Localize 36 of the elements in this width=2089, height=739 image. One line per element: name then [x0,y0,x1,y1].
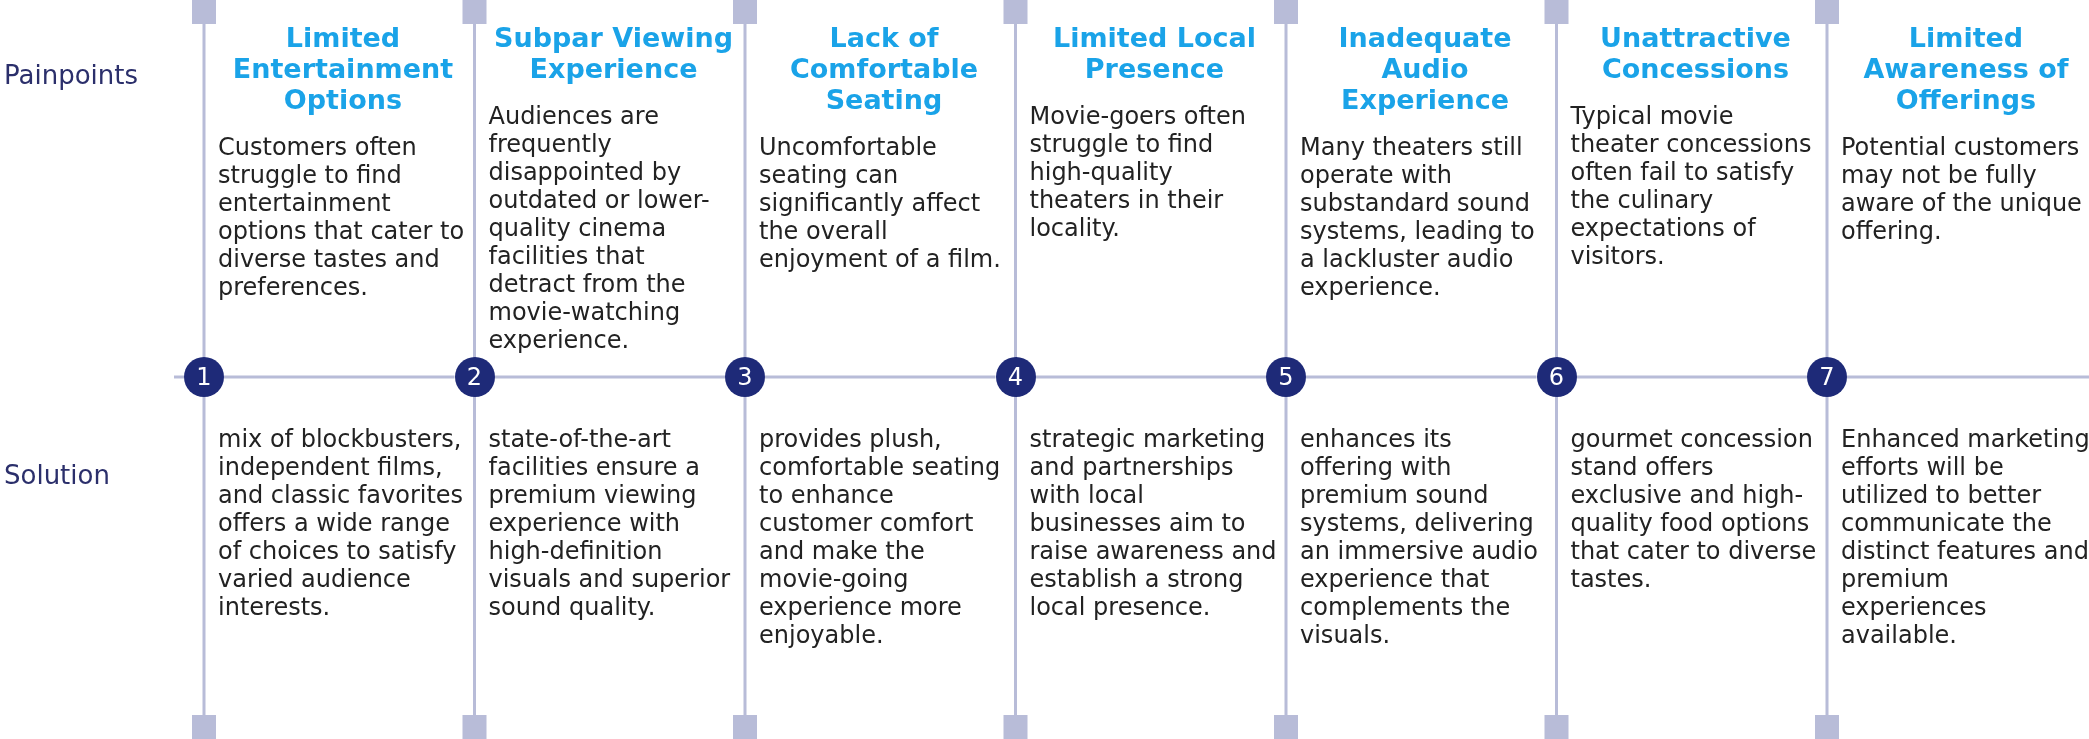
description-text: Potential customers may not be fully aware of the unique offering. [1841,133,2083,245]
column-heading: Subpar Viewing Experience [493,22,734,84]
timeline-connector [1576,375,1807,379]
column-heading: Limited Awareness of Offerings [1862,22,2070,115]
timeline-connector [1035,375,1266,379]
description-text: gourmet concession stand offers exclusive and high-quality food options that cater to diverse tastes. [1570,425,1818,593]
column-heading: Limited Entertainment Options [231,22,455,115]
column-heading: Unattractive Concessions [1599,22,1792,84]
description-text: Movie-goers often struggle to find high-quality theaters in their locality. [1029,102,1247,242]
timeline-connector [1306,375,1537,379]
column-heading: Inadequate Audio Experience [1337,22,1513,115]
number-badge: 4 [995,357,1036,397]
number-badge: 2 [454,357,495,397]
description-text: Enhanced marketing efforts will be utilized to better communicate the distinct features and premium experiences available. [1841,425,2089,649]
number-badge: 6 [1536,357,1577,397]
timeline-connector [494,375,725,379]
number-badge: 7 [1807,357,1847,397]
number-badge: 1 [184,357,224,397]
row-label: Solution [4,460,110,490]
column-heading: Lack of Comfortable Seating [788,22,980,115]
description-text: Many theaters still operate with substandard sound systems, leading to a lackluster audio experience. [1300,133,1536,301]
description-text: Customers often struggle to find entertainment options that cater to diverse tastes and preferences. [218,133,466,301]
row-label: Painpoints [4,60,138,90]
description-text: provides plush, comfortable seating to enhance customer comfort and make the movie-going experience more enjoyable. [759,425,1002,649]
description-text: Audiences are frequently disappointed by outdated or lower-quality cinema facilities that detract from the movie-watching experience. [488,102,711,354]
timeline-connector [224,375,455,379]
description-text: state-of-the-art facilities ensure a premium viewing experience with high-definition visuals and superior sound quality. [488,425,732,621]
description-text: Uncomfortable seating can significantly affect the overall enjoyment of a film. [759,133,1002,273]
description-text: Typical movie theater concessions often fail to satisfy the culinary expectations of visitors. [1570,102,1813,270]
description-text: strategic marketing and partnerships with local businesses aim to raise awareness and establish a strong local presence. [1029,425,1278,621]
number-badge: 3 [725,357,765,397]
description-text: mix of blockbusters, independent films, and classic favorites offers a wide range of choices to satisfy varied audience interests. [218,425,465,621]
timeline-connector [765,375,996,379]
number-badge: 5 [1266,357,1306,397]
column-heading: Limited Local Presence [1052,22,1257,84]
description-text: enhances its offering with premium sound systems, delivering an immersive audio experience that complements the visuals. [1300,425,1539,649]
